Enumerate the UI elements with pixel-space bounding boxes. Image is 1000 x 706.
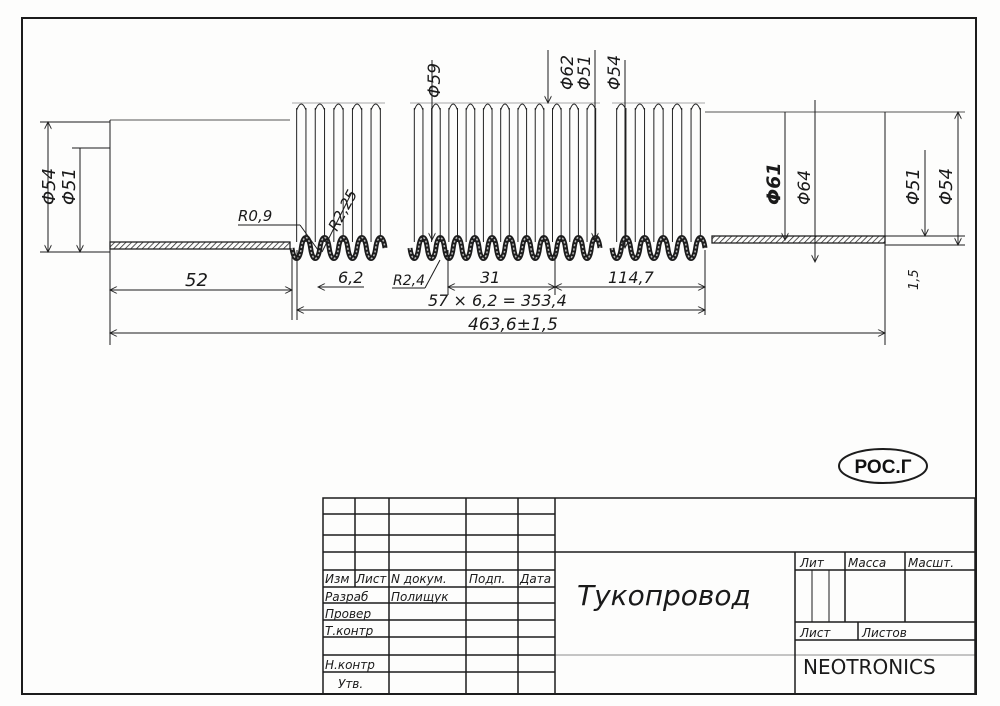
label-sheets: Листов xyxy=(861,626,907,640)
radius-r09: R0,9 xyxy=(238,207,272,225)
header-izm: Изм xyxy=(325,572,349,586)
rib-crest xyxy=(671,103,683,111)
header-doc-number: N докум. xyxy=(391,572,447,586)
company-name: NEOTRONICS xyxy=(803,655,936,679)
corrugation-profile-hatch xyxy=(291,236,706,260)
title-block-grid xyxy=(322,497,976,695)
rib-crest xyxy=(333,103,344,111)
dim-6-2: 6,2 xyxy=(338,268,363,287)
rib-crest xyxy=(634,103,646,111)
label-scale: Масшт. xyxy=(908,556,954,570)
rib-crest xyxy=(431,103,441,111)
rib-crest xyxy=(482,103,493,111)
rib-crest xyxy=(465,103,476,111)
rib-crest xyxy=(552,103,562,111)
rib-crest xyxy=(500,103,510,111)
rib-crest xyxy=(534,103,545,111)
radius-r225: R2,25 xyxy=(325,187,361,234)
rib-crest xyxy=(314,103,326,111)
dim-diameter-64: Φ64 xyxy=(795,170,815,205)
dim-31: 31 xyxy=(480,268,500,287)
pipe-right xyxy=(705,111,965,250)
role-approved: Утв. xyxy=(338,677,363,691)
rib-crest xyxy=(517,103,528,111)
rib-crest xyxy=(370,103,381,111)
label-sheet: Лист xyxy=(799,626,831,640)
rib-crest xyxy=(586,103,597,111)
rib-crest xyxy=(569,103,579,111)
dim-right-outer-diameter: Φ54 xyxy=(936,168,957,205)
dim-left-inner-diameter: Φ51 xyxy=(59,168,80,205)
stamp-text: РОС.Г xyxy=(855,457,912,478)
rib-crest xyxy=(448,103,458,111)
radius-r24: R2,4 xyxy=(393,273,425,289)
drawing-title: Тукопровод xyxy=(577,579,751,612)
role-tech-control: Т.контр xyxy=(325,624,374,638)
header-date: Дата xyxy=(519,572,551,586)
header-list: Лист xyxy=(355,572,387,586)
dim-overall-length: 463,6±1,5 xyxy=(468,315,558,335)
dim-114-7: 114,7 xyxy=(608,268,655,287)
dim-left-outer-diameter: Φ54 xyxy=(39,168,60,205)
rib-crest xyxy=(653,103,664,111)
dim-diameter-51: Φ51 xyxy=(575,55,595,90)
label-lit: Лит xyxy=(799,556,825,570)
header-signature: Подп. xyxy=(469,572,505,586)
dim-wall-thickness: 1,5 xyxy=(907,269,922,290)
dim-pitch-total: 57 × 6,2 = 353,4 xyxy=(428,291,567,310)
dim-diameter-54: Φ54 xyxy=(605,55,625,90)
dim-diameter-59: Φ59 xyxy=(425,63,445,98)
role-developer: Разраб xyxy=(325,590,369,604)
dim-diameter-61: Φ61 xyxy=(763,162,785,205)
rib-crest xyxy=(351,103,363,111)
corrugation-ribs xyxy=(292,102,705,242)
pipe-left xyxy=(109,119,291,250)
diameter-dimensions xyxy=(40,50,965,262)
developer-name: Полищук xyxy=(391,590,449,604)
length-dimensions xyxy=(110,191,885,345)
dim-diameter-62: Φ62 xyxy=(558,55,578,90)
drawing-frame xyxy=(21,17,977,695)
role-norm-control: Н.контр xyxy=(325,658,375,672)
dim-right-inner-diameter: Φ51 xyxy=(903,168,924,205)
rib-crest xyxy=(296,103,307,111)
rib-crest xyxy=(413,103,424,111)
rib-crest xyxy=(690,103,701,111)
label-mass: Масса xyxy=(848,556,886,570)
role-checker: Провер xyxy=(325,607,371,621)
stamp-oval xyxy=(838,448,928,484)
dim-52: 52 xyxy=(185,270,208,291)
